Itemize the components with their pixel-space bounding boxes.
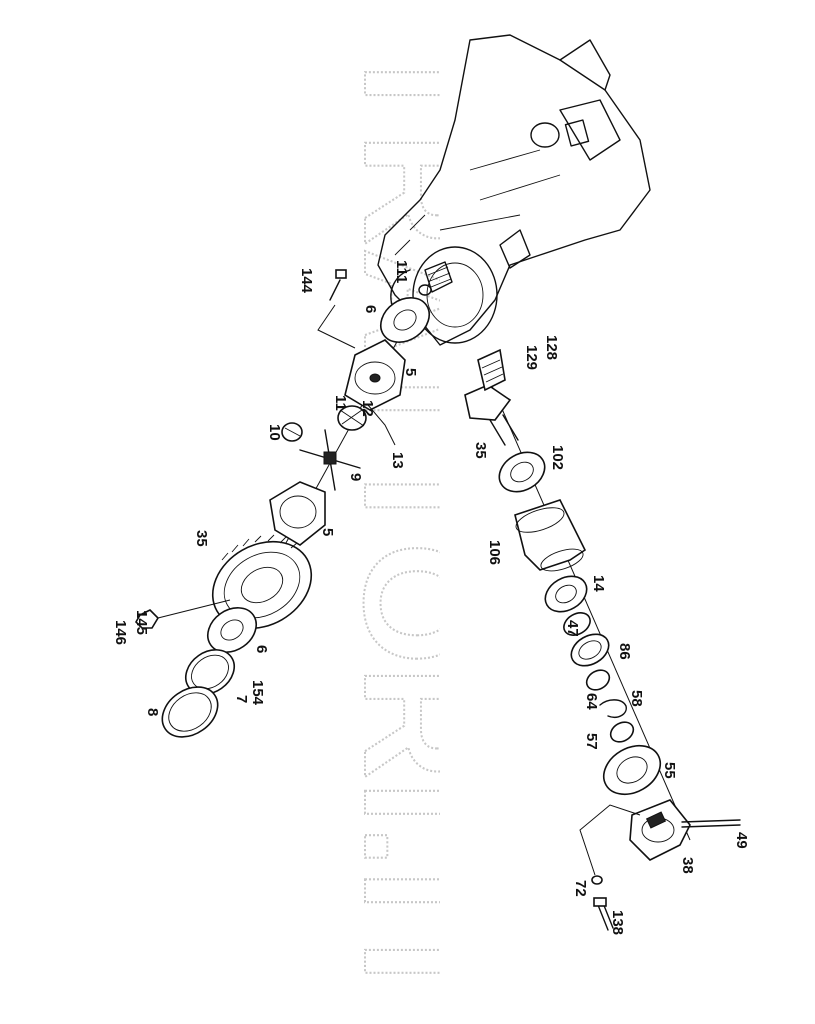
bearing-6-upper — [380, 297, 430, 343]
label-7: 7 — [233, 695, 250, 703]
label-38: 38 — [679, 857, 696, 874]
label-64: 64 — [583, 693, 600, 710]
label-111: 111 — [393, 260, 410, 283]
planet-pinion — [281, 422, 303, 442]
label-6b: 6 — [253, 645, 270, 653]
label-14: 14 — [590, 575, 607, 592]
label-146: 146 — [112, 620, 129, 645]
watermark: TRATTORI.IT — [345, 34, 440, 1011]
label-6a: 6 — [362, 305, 379, 313]
label-102: 102 — [549, 445, 566, 470]
ring-7 — [185, 649, 235, 695]
label-72: 72 — [572, 880, 589, 897]
cross-pin — [299, 429, 361, 491]
bearing-14 — [544, 575, 588, 613]
diff-case-upper — [344, 339, 406, 411]
bolt-144 — [317, 269, 356, 349]
label-129: 129 — [523, 345, 540, 370]
crown-wheel — [211, 534, 313, 630]
axle-housing — [377, 34, 651, 346]
cover-55 — [602, 744, 662, 796]
label-106: 106 — [486, 540, 503, 565]
label-55: 55 — [661, 762, 678, 779]
label-9: 9 — [347, 473, 364, 481]
label-86: 86 — [616, 643, 633, 660]
side-gear — [337, 405, 367, 431]
label-57: 57 — [583, 733, 600, 750]
label-145: 145 — [133, 610, 150, 635]
label-144: 144 — [298, 268, 315, 294]
part-labels: 144 111 6 5 11 12 10 13 9 128 129 35 102… — [112, 260, 750, 935]
label-13: 13 — [389, 452, 406, 469]
label-154: 154 — [249, 680, 266, 706]
label-58: 58 — [628, 690, 645, 707]
label-49: 49 — [733, 832, 750, 849]
label-5b: 5 — [319, 528, 336, 536]
circlip-58 — [599, 699, 627, 718]
bearing-102 — [498, 451, 546, 493]
nut-145 — [135, 599, 231, 629]
label-11: 11 — [332, 395, 349, 411]
label-128: 128 — [543, 335, 560, 360]
label-35b: 35 — [193, 530, 210, 547]
washer-64 — [585, 669, 611, 691]
bearing-6-lower — [207, 607, 257, 653]
bearing-cage — [514, 499, 587, 572]
label-10: 10 — [266, 424, 283, 441]
watermark-text: TRATTORI.IT — [345, 35, 440, 1010]
ring-57 — [609, 721, 635, 743]
axle-shaft — [418, 261, 453, 296]
label-47: 47 — [564, 620, 581, 637]
label-35a: 35 — [472, 442, 489, 459]
bevel-pinion — [464, 348, 519, 446]
spacer-47 — [563, 612, 591, 636]
flange-38 — [629, 799, 691, 861]
diff-case-lower — [269, 481, 326, 546]
label-8: 8 — [144, 708, 161, 716]
label-138: 138 — [609, 910, 626, 935]
seal-8 — [161, 686, 219, 738]
label-5a: 5 — [402, 368, 419, 376]
washer-72 — [591, 875, 603, 885]
label-12: 12 — [359, 400, 376, 417]
